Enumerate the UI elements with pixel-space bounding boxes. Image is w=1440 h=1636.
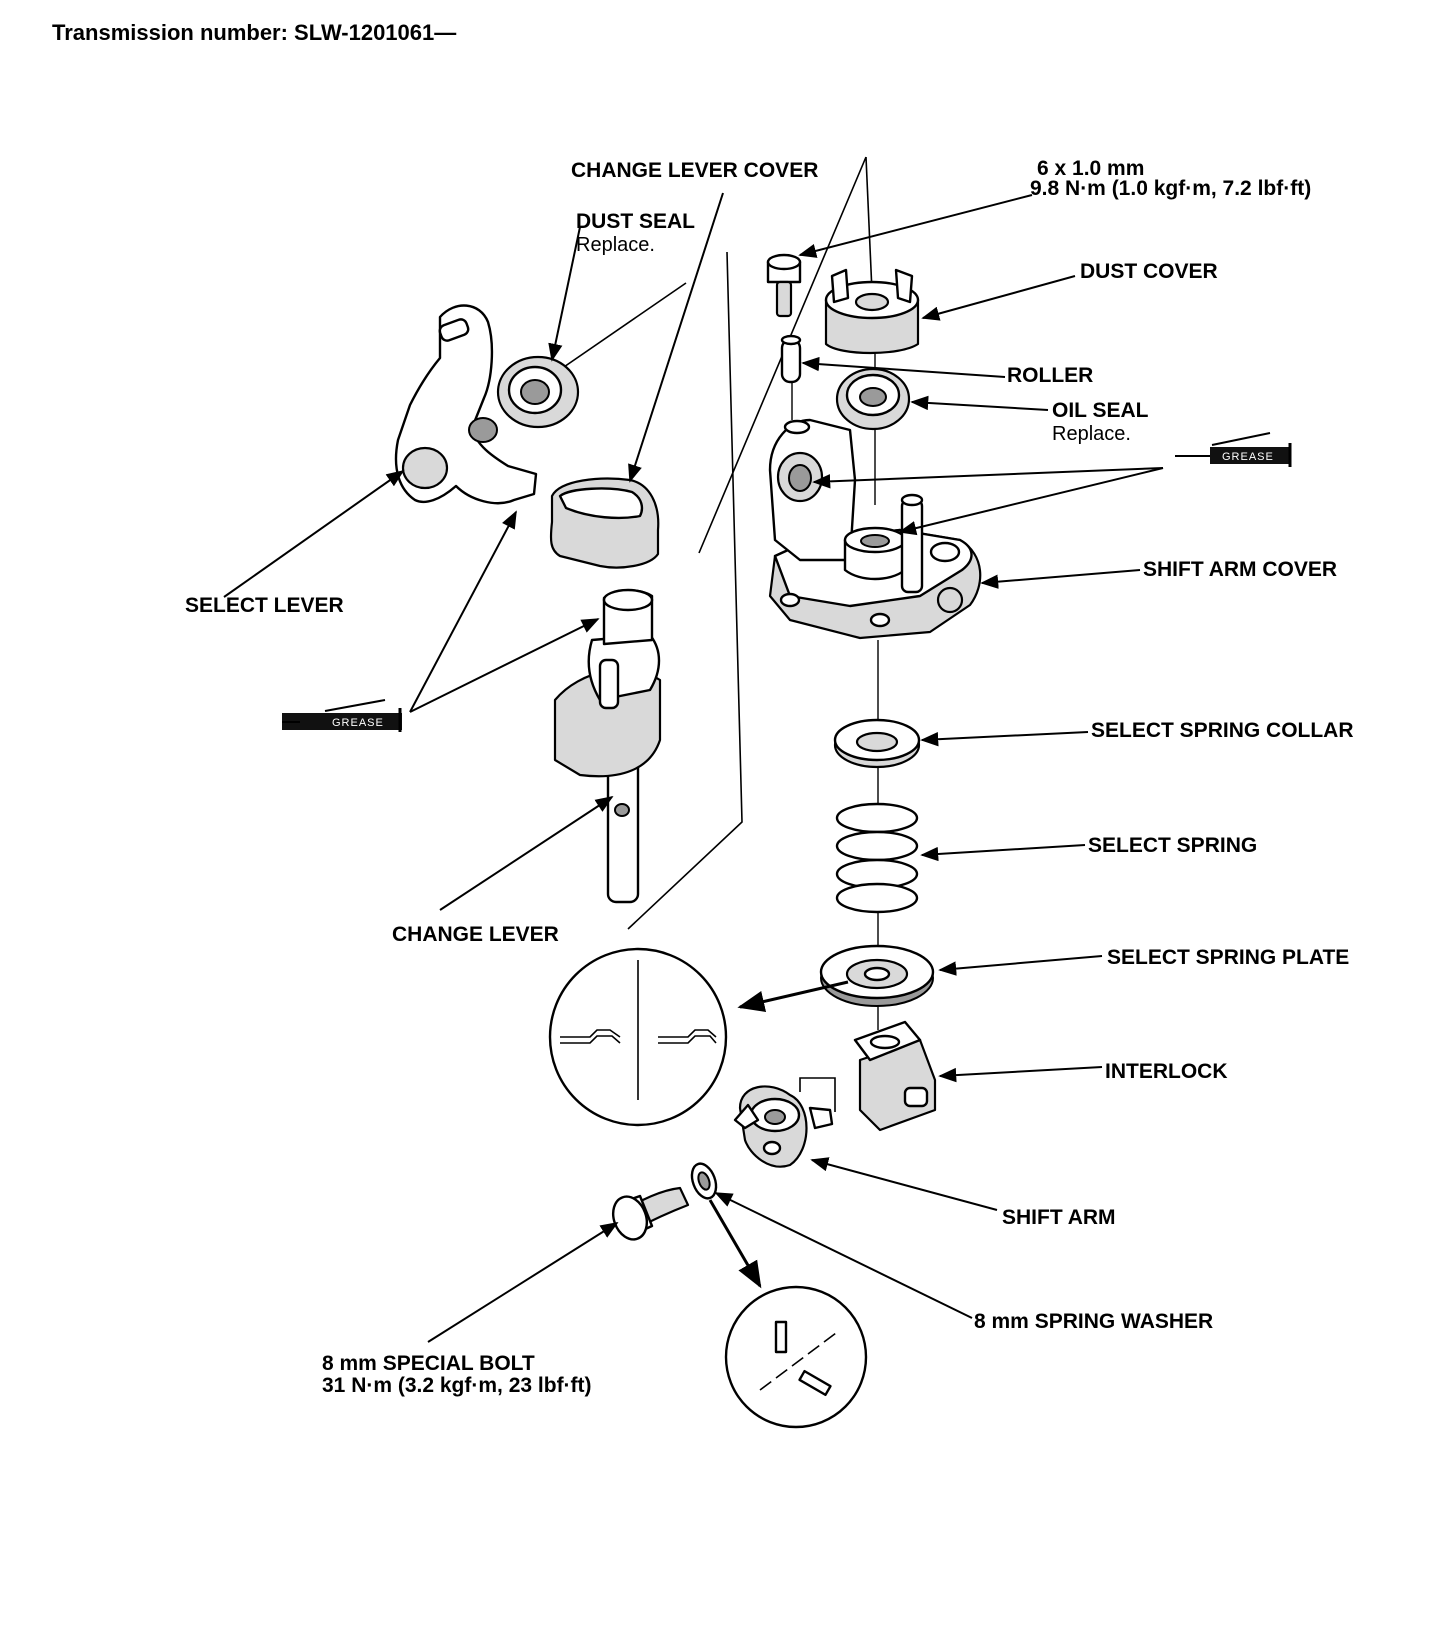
label-bolt-6mm-torque: 9.8 N·m (1.0 kgf·m, 7.2 lbf·ft) bbox=[1030, 177, 1311, 200]
label-roller: ROLLER bbox=[1007, 364, 1093, 387]
oil-seal bbox=[835, 367, 911, 431]
select-spring bbox=[835, 802, 919, 914]
label-select-spring-collar: SELECT SPRING COLLAR bbox=[1091, 719, 1354, 742]
label-special-bolt-torque: 31 N·m (3.2 kgf·m, 23 lbf·ft) bbox=[322, 1374, 592, 1397]
dust-seal bbox=[496, 355, 580, 429]
grease-label-left: GREASE bbox=[332, 717, 384, 729]
spring-washer-8mm bbox=[690, 1162, 718, 1200]
change-lever bbox=[553, 588, 662, 904]
label-special-bolt: 8 mm SPECIAL BOLT bbox=[322, 1352, 535, 1375]
label-dust-seal: DUST SEAL bbox=[576, 210, 695, 233]
grease-tube-icon: GREASE bbox=[282, 699, 402, 732]
washer-section-view bbox=[724, 1285, 868, 1429]
select-spring-collar bbox=[833, 718, 921, 769]
label-change-lever-cover: CHANGE LEVER COVER bbox=[571, 159, 818, 182]
select-spring-plate bbox=[819, 944, 935, 1007]
label-dust-cover: DUST COVER bbox=[1080, 260, 1218, 283]
spring-plate-section-view bbox=[548, 947, 728, 1127]
select-lever bbox=[394, 304, 538, 505]
transmission-number: Transmission number: SLW-1201061— bbox=[52, 20, 456, 45]
special-bolt-8mm bbox=[611, 1186, 690, 1241]
change-lever-cover bbox=[549, 477, 660, 569]
label-interlock: INTERLOCK bbox=[1105, 1060, 1228, 1083]
label-change-lever: CHANGE LEVER bbox=[392, 923, 559, 946]
label-select-lever: SELECT LEVER bbox=[185, 594, 344, 617]
grease-tube-icon: GREASE bbox=[1175, 432, 1292, 467]
roller bbox=[780, 334, 802, 384]
bolt-6mm bbox=[766, 253, 802, 318]
dust-cover bbox=[824, 268, 920, 355]
label-oil-seal-note: Replace. bbox=[1052, 423, 1131, 445]
label-bolt-6mm-size: 6 x 1.0 mm bbox=[1037, 157, 1144, 180]
labels: CHANGE LEVER COVER DUST SEAL Replace. 6 … bbox=[185, 157, 1354, 1397]
label-select-spring: SELECT SPRING bbox=[1088, 834, 1257, 857]
grease-label-right: GREASE bbox=[1222, 451, 1274, 463]
interlock bbox=[853, 1020, 937, 1132]
label-shift-arm-cover: SHIFT ARM COVER bbox=[1143, 558, 1337, 581]
leader-lines bbox=[223, 192, 1164, 1343]
label-oil-seal: OIL SEAL bbox=[1052, 399, 1149, 422]
label-select-spring-plate: SELECT SPRING PLATE bbox=[1107, 946, 1349, 969]
label-dust-seal-note: Replace. bbox=[576, 234, 655, 256]
shift-arm bbox=[733, 1085, 834, 1168]
label-shift-arm: SHIFT ARM bbox=[1002, 1206, 1116, 1229]
label-spring-washer: 8 mm SPRING WASHER bbox=[974, 1310, 1213, 1333]
